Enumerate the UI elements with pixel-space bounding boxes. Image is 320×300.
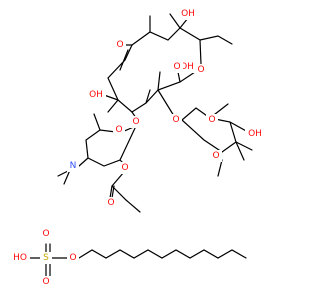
bond-path-2 bbox=[131, 71, 196, 113]
cladinose-ring-oxygen-label: O bbox=[208, 115, 215, 125]
bond-path-22 bbox=[217, 159, 223, 177]
desosamine-ring-oxygen-label: O bbox=[115, 125, 122, 135]
bond-path-33 bbox=[111, 185, 141, 213]
bond-path-23 bbox=[235, 141, 245, 161]
bond-path-17 bbox=[181, 107, 237, 153]
atom-o-desosamine-glyc: O bbox=[130, 116, 142, 128]
lactone-carbonyl-oxygen-label: O bbox=[173, 62, 180, 72]
lactone-ring-oxygen-label: O bbox=[197, 65, 204, 75]
bond-path-13 bbox=[177, 71, 181, 83]
bond-path-3 bbox=[107, 44, 133, 113]
atom-o-lactone-ring: O bbox=[195, 64, 207, 76]
atom-s-sulfate: S bbox=[40, 252, 52, 264]
atom-o-methoxy: O bbox=[210, 150, 222, 162]
bond-path-29 bbox=[63, 169, 71, 185]
bond-path-9 bbox=[103, 94, 119, 101]
bond-path-40 bbox=[78, 249, 247, 259]
bond-path-20 bbox=[235, 141, 253, 151]
bond-path-10 bbox=[107, 99, 119, 113]
oh-cladinose-label: OH bbox=[248, 129, 262, 139]
methoxy-oxygen-label: O bbox=[212, 151, 219, 161]
bond-path-14 bbox=[119, 49, 129, 71]
ketone-oxygen-label: O bbox=[116, 40, 123, 50]
sulfate-chain-oxygen-label: O bbox=[69, 253, 76, 263]
bond-path-6 bbox=[169, 13, 181, 29]
sulfate-bottom-oxygen-label: O bbox=[42, 277, 49, 287]
atom-o-sulfate-top: O bbox=[40, 228, 52, 240]
ester-oxygen-label: O bbox=[121, 163, 128, 173]
bond-path-1 bbox=[131, 27, 202, 65]
oh-left-label: OH bbox=[89, 90, 103, 100]
atom-o-sulfate-chain: O bbox=[67, 252, 79, 264]
atom-o-ketone: O bbox=[114, 39, 126, 51]
chemical-structure-diagram: OH O OH O O OH O O bbox=[10, 8, 265, 288]
atom-o-sulfate-bottom: O bbox=[40, 276, 52, 288]
atom-ho-sulfate: HO bbox=[10, 252, 30, 264]
bond-path-27 bbox=[78, 157, 89, 167]
atom-o-lactone-carbonyl: O bbox=[171, 61, 183, 73]
atom-o-cladinose-ring: O bbox=[206, 114, 218, 126]
cladinose-glycosidic-oxygen-label: O bbox=[172, 115, 179, 125]
bond-lines bbox=[29, 13, 253, 277]
sulfate-hydroxyl-label: HO bbox=[13, 253, 27, 263]
bond-path-12 bbox=[157, 71, 161, 91]
atom-oh-left: OH bbox=[86, 89, 106, 101]
desosamine-glycosidic-oxygen-label: O bbox=[132, 117, 139, 127]
ester-carbonyl-oxygen-label: O bbox=[107, 198, 114, 208]
atom-o-cladinose-glyc: O bbox=[170, 114, 182, 126]
bond-path-26 bbox=[93, 113, 101, 131]
atom-o-ester-carbonyl: O bbox=[105, 197, 117, 209]
atom-oh-top-right: OH bbox=[178, 8, 198, 20]
atom-labels: OH O OH O O OH O O bbox=[10, 8, 265, 288]
bond-path-25 bbox=[85, 125, 137, 167]
bond-path-7 bbox=[199, 35, 233, 45]
oh-right-mid-label: OH bbox=[180, 62, 194, 72]
sulfate-top-oxygen-label: O bbox=[42, 229, 49, 239]
bond-path-11 bbox=[145, 89, 151, 104]
atom-oh-cladinose: OH bbox=[245, 128, 265, 140]
atom-o-desosamine-ring: O bbox=[113, 124, 125, 136]
bond-path-16 bbox=[157, 89, 175, 117]
oh-top-right-label: OH bbox=[181, 9, 195, 19]
dimethylamino-nitrogen-label: N bbox=[70, 161, 77, 171]
atom-o-ester: O bbox=[119, 162, 131, 174]
atom-n-dimethylamino: N bbox=[67, 160, 79, 172]
sulfur-label: S bbox=[43, 253, 49, 263]
